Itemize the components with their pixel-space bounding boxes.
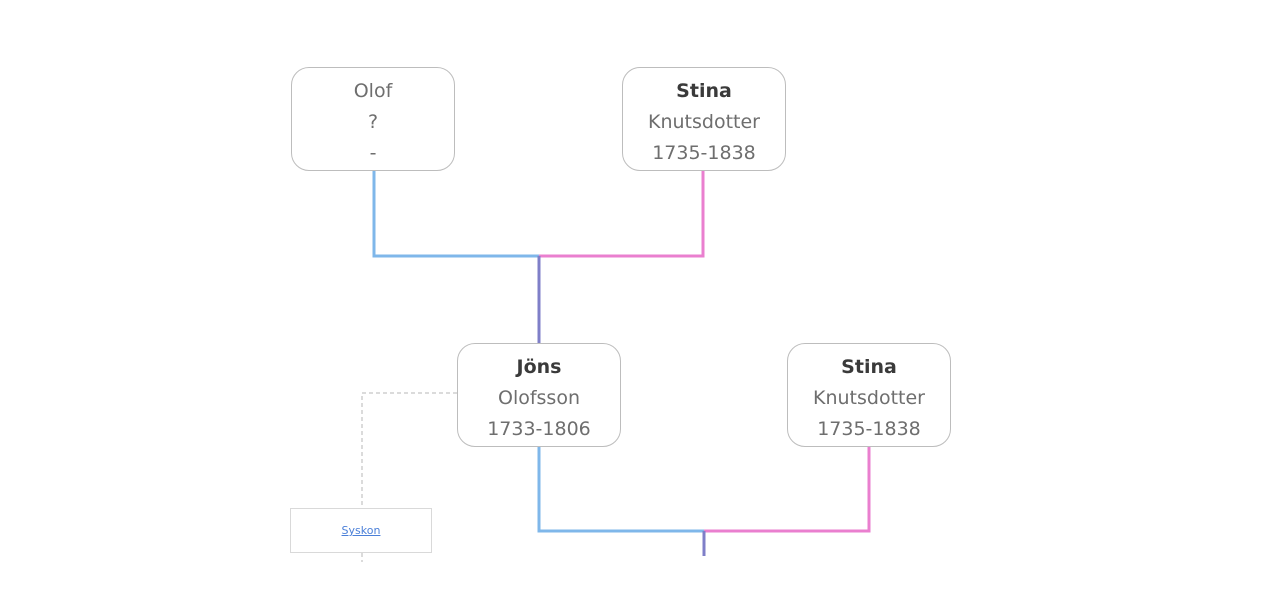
person-life-span: 1735-1838: [652, 142, 756, 164]
person-card-jons[interactable]: Jöns Olofsson 1733-1806: [457, 343, 621, 447]
person-card-stina-mid[interactable]: Stina Knutsdotter 1735-1838: [787, 343, 951, 447]
father-connector-olof: [372, 171, 539, 258]
mother-connector-stina-top: [539, 171, 705, 258]
person-life-span: 1735-1838: [817, 418, 921, 440]
person-card-olof[interactable]: Olof ? -: [291, 67, 455, 171]
person-first-name: Jöns: [516, 356, 562, 378]
person-card-stina-top[interactable]: Stina Knutsdotter 1735-1838: [622, 67, 786, 171]
mother-connector-stina-mid: [704, 447, 871, 533]
siblings-link[interactable]: Syskon: [341, 524, 381, 537]
person-first-name: Olof: [353, 80, 393, 102]
person-last-name: Knutsdotter: [813, 387, 925, 409]
person-last-name: Olofsson: [497, 387, 580, 409]
person-last-name: ?: [367, 111, 379, 133]
sibling-connector: [361, 392, 457, 508]
person-first-name: Stina: [841, 356, 897, 378]
person-life-span: 1733-1806: [487, 418, 591, 440]
person-last-name: Knutsdotter: [648, 111, 760, 133]
siblings-box: Syskon: [290, 508, 432, 553]
person-life-span: -: [369, 142, 377, 164]
father-connector-jons: [537, 447, 704, 533]
person-first-name: Stina: [676, 80, 732, 102]
